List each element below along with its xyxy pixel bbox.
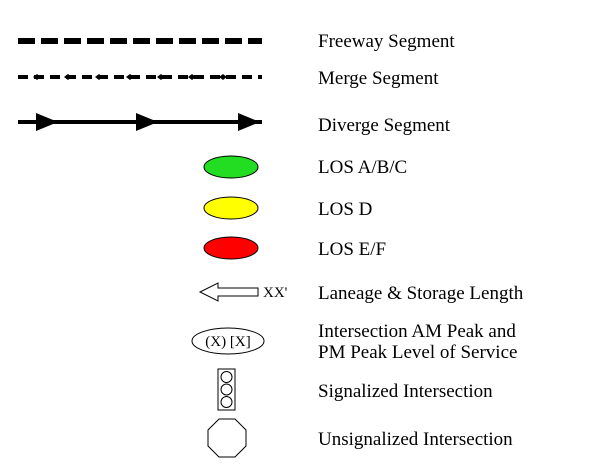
signalized-label: Signalized Intersection (318, 381, 493, 402)
los-d-label: LOS D (318, 199, 372, 220)
diverge-arrow-3 (238, 113, 260, 131)
traffic-signal-icon (217, 368, 236, 411)
los-d-symbol (203, 196, 259, 220)
intersection-los-label-line1: Intersection AM Peak and (318, 321, 516, 342)
laneage-row: XX' Laneage & Storage Length (198, 282, 524, 304)
diverge-arrow-2 (136, 113, 158, 131)
signalized-row: Signalized Intersection (217, 368, 493, 411)
intersection-los-symbol (191, 327, 265, 355)
intersection-los-symbol-text: (X) [X] (205, 334, 250, 350)
freeway-segment-label: Freeway Segment (318, 31, 455, 52)
merge-segment-row: Merge Segment (18, 68, 439, 89)
octagon-stop-icon (207, 418, 247, 458)
diverge-arrow-1 (36, 113, 58, 131)
los-ef-row: LOS E/F (203, 236, 386, 260)
unsignalized-label: Unsignalized Intersection (318, 429, 513, 450)
los-d-row: LOS D (203, 196, 372, 220)
diverge-segment-label: Diverge Segment (318, 115, 451, 136)
laneage-label: Laneage & Storage Length (318, 283, 524, 304)
los-ef-label: LOS E/F (318, 239, 386, 260)
freeway-segment-row: Freeway Segment (18, 31, 455, 52)
merge-segment-label: Merge Segment (318, 68, 439, 89)
los-abc-label: LOS A/B/C (318, 157, 407, 178)
laneage-symbol-text: XX' (263, 285, 288, 301)
intersection-los-row: (X) [X] Intersection AM Peak and PM Peak… (191, 321, 517, 363)
los-ef-symbol (203, 236, 259, 260)
intersection-los-label-line2: PM Peak Level of Service (318, 342, 517, 363)
laneage-arrow-icon (198, 282, 259, 302)
unsignalized-row: Unsignalized Intersection (207, 418, 513, 458)
merge-diamond-markers (33, 74, 227, 80)
los-abc-symbol (203, 155, 259, 179)
diverge-segment-row: Diverge Segment (18, 113, 451, 136)
los-abc-row: LOS A/B/C (203, 155, 407, 179)
